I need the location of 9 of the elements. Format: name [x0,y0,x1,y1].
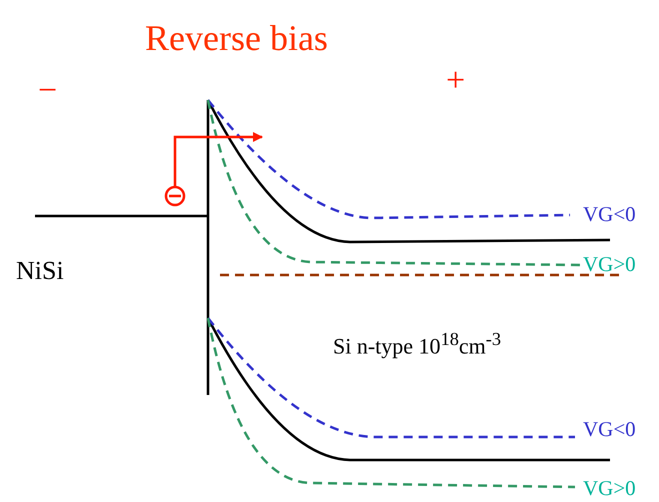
polarity-sign: + [446,64,466,98]
material-label: NiSi [16,258,64,284]
curve-label: VG<0 [583,204,636,225]
title: Reverse bias [145,20,328,56]
curve-label: VG>0 [583,478,636,499]
polarity-sign: − [38,74,58,108]
curve-label: VG<0 [583,419,636,440]
material-label: Si n-type 10$^{18}$cm$^{-3}$ [333,330,502,358]
curve-label: VG>0 [583,254,636,275]
